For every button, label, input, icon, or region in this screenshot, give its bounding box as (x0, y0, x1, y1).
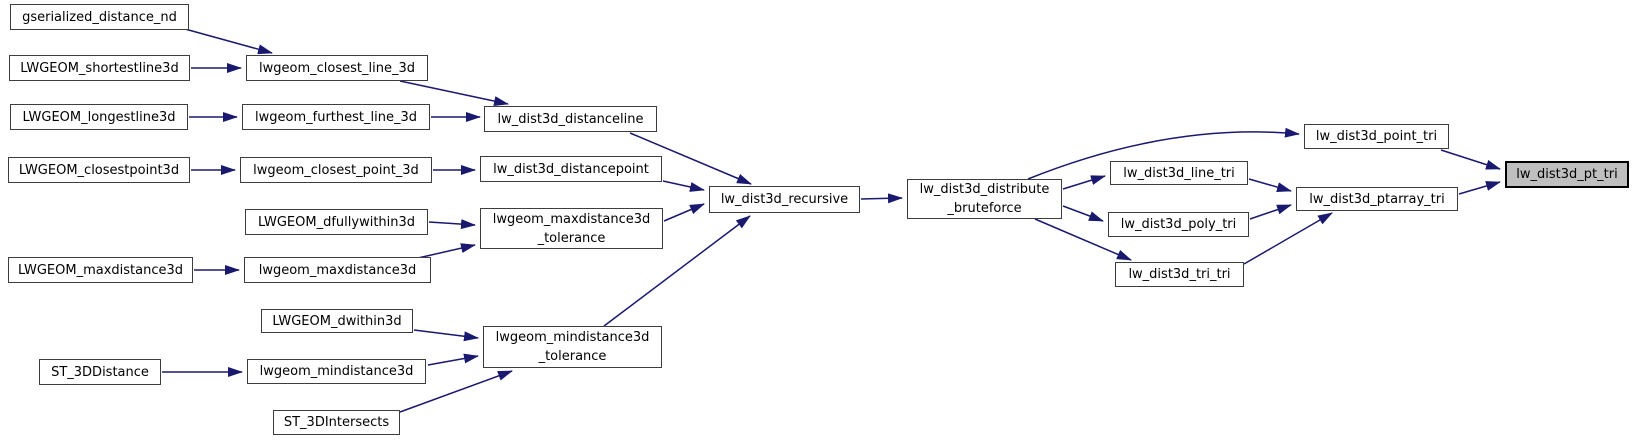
node-label: gserialized_distance_nd (22, 9, 177, 25)
node-label: lwgeom_maxdistance3d (258, 262, 417, 278)
node-label: _tolerance (537, 230, 606, 246)
node-label: ST_3DIntersects (283, 415, 390, 430)
edge-lw_dist3d_ptarray_tri-to-lw_dist3d_pt_tri (1458, 181, 1501, 195)
node-lw_dist3d_line_tri[interactable]: lw_dist3d_line_tri (1110, 161, 1248, 185)
node-label: lwgeom_mindistance3d (259, 364, 414, 379)
edge-ST_3DIntersects-to-lwgeom_mindistance3d_tolerance (399, 370, 513, 413)
node-label: LWGEOM_longestline3d (22, 109, 176, 125)
node-label: lw_dist3d_point_tri (1315, 129, 1438, 144)
edge-lwgeom_mindistance3d_tolerance-to-lw_dist3d_recursive (603, 215, 751, 327)
node-label: lw_dist3d_pt_tri (1516, 167, 1618, 182)
node-LWGEOM_dfullywithin3d[interactable]: LWGEOM_dfullywithin3d (245, 209, 428, 235)
edge-gserialized_distance_nd-to-lwgeom_closest_line_3d (184, 28, 273, 55)
node-label: lw_dist3d_distancepoint (493, 161, 649, 177)
node-lw_dist3d_distanceline[interactable]: lw_dist3d_distanceline (484, 106, 657, 132)
node-LWGEOM_shortestline3d[interactable]: LWGEOM_shortestline3d (9, 55, 190, 81)
edge-lwgeom_maxdistance3d_tolerance-to-lw_dist3d_recursive (663, 203, 705, 222)
edge-lw_dist3d_distribute_bruteforce-to-lw_dist3d_line_tri (1062, 175, 1106, 190)
node-lwgeom_mindistance3d[interactable]: lwgeom_mindistance3d (247, 359, 426, 384)
node-lwgeom_closest_point_3d[interactable]: lwgeom_closest_point_3d (240, 157, 432, 183)
node-lwgeom_furthest_line_3d[interactable]: lwgeom_furthest_line_3d (242, 104, 430, 130)
node-label: lw_dist3d_distanceline (497, 111, 644, 127)
node-label: lwgeom_furthest_line_3d (255, 109, 417, 125)
node-lwgeom_maxdistance3d_tolerance[interactable]: lwgeom_maxdistance3d _tolerance (480, 208, 663, 249)
edge-lw_dist3d_distribute_bruteforce-to-lw_dist3d_point_tri (1027, 127, 1300, 180)
edge-lw_dist3d_distribute_bruteforce-to-lw_dist3d_poly_tri (1062, 205, 1104, 222)
node-label: LWGEOM_dfullywithin3d (257, 214, 416, 230)
node-label: lw_dist3d_distribute (919, 182, 1050, 197)
node-label: lwgeom_closest_point_3d (253, 162, 419, 178)
node-gserialized_distance_nd[interactable]: gserialized_distance_nd (10, 4, 189, 30)
edge-LWGEOM_dfullywithin3d-to-lwgeom_maxdistance3d_tolerance (428, 219, 476, 230)
node-label: lwgeom_mindistance3d (495, 330, 650, 345)
node-label: LWGEOM_closestpoint3d (18, 162, 180, 178)
node-label: lwgeom_closest_line_3d (259, 60, 415, 76)
edge-lwgeom_mindistance3d-to-lwgeom_mindistance3d_tolerance (427, 353, 479, 366)
node-label: lwgeom_maxdistance3d (492, 211, 651, 227)
node-label: lw_dist3d_line_tri (1123, 165, 1235, 181)
node-ST_3DDistance[interactable]: ST_3DDistance (39, 359, 161, 385)
node-label: _tolerance (538, 349, 607, 364)
node-LWGEOM_dwithin3d[interactable]: LWGEOM_dwithin3d (261, 309, 413, 333)
node-lw_dist3d_distancepoint[interactable]: lw_dist3d_distancepoint (480, 156, 662, 182)
edge-lw_dist3d_poly_tri-to-lw_dist3d_ptarray_tri (1249, 204, 1292, 220)
node-label: _bruteforce (947, 201, 1022, 216)
node-label: LWGEOM_maxdistance3d (17, 262, 184, 278)
node-lw_dist3d_poly_tri[interactable]: lw_dist3d_poly_tri (1108, 212, 1249, 237)
edge-lw_dist3d_tri_tri-to-lw_dist3d_ptarray_tri (1243, 212, 1333, 265)
edge-lw_dist3d_line_tri-to-lw_dist3d_ptarray_tri (1248, 178, 1292, 192)
node-lw_dist3d_recursive[interactable]: lw_dist3d_recursive (709, 186, 860, 213)
edge-lw_dist3d_distancepoint-to-lw_dist3d_recursive (662, 180, 705, 192)
edge-lw_dist3d_point_tri-to-lw_dist3d_pt_tri (1440, 149, 1501, 170)
node-label: lw_dist3d_ptarray_tri (1309, 191, 1445, 207)
node-label: LWGEOM_dwithin3d (272, 313, 402, 329)
node-lw_dist3d_tri_tri[interactable]: lw_dist3d_tri_tri (1115, 262, 1244, 287)
node-lw_dist3d_pt_tri: lw_dist3d_pt_tri (1505, 161, 1629, 188)
edge-lwgeom_maxdistance3d-to-lwgeom_maxdistance3d_tolerance (417, 243, 476, 259)
node-LWGEOM_longestline3d[interactable]: LWGEOM_longestline3d (10, 104, 188, 130)
edge-lw_dist3d_distribute_bruteforce-to-lw_dist3d_tri_tri (1034, 218, 1132, 261)
node-label: LWGEOM_shortestline3d (20, 60, 179, 76)
node-lwgeom_closest_line_3d[interactable]: lwgeom_closest_line_3d (246, 55, 428, 81)
node-ST_3DIntersects[interactable]: ST_3DIntersects (273, 410, 400, 435)
node-lwgeom_maxdistance3d[interactable]: lwgeom_maxdistance3d (244, 257, 431, 283)
node-lw_dist3d_ptarray_tri[interactable]: lw_dist3d_ptarray_tri (1296, 187, 1458, 211)
node-label: lw_dist3d_poly_tri (1120, 217, 1237, 232)
edge-LWGEOM_dwithin3d-to-lwgeom_mindistance3d_tolerance (413, 329, 479, 342)
node-LWGEOM_closestpoint3d[interactable]: LWGEOM_closestpoint3d (8, 157, 190, 183)
node-label: ST_3DDistance (51, 364, 149, 380)
node-LWGEOM_maxdistance3d[interactable]: LWGEOM_maxdistance3d (8, 257, 193, 283)
edge-lwgeom_closest_line_3d-to-lw_dist3d_distanceline (399, 80, 509, 106)
node-lwgeom_mindistance3d_tolerance[interactable]: lwgeom_mindistance3d _tolerance (483, 326, 662, 368)
edge-lw_dist3d_distanceline-to-lw_dist3d_recursive (629, 132, 752, 185)
node-lw_dist3d_distribute_bruteforce[interactable]: lw_dist3d_distribute _bruteforce (907, 179, 1062, 219)
edge-lw_dist3d_recursive-to-lw_dist3d_distribute_bruteforce (860, 193, 903, 204)
node-label: lw_dist3d_recursive (720, 192, 849, 207)
node-label: lw_dist3d_tri_tri (1128, 267, 1231, 282)
node-lw_dist3d_point_tri[interactable]: lw_dist3d_point_tri (1304, 124, 1449, 149)
